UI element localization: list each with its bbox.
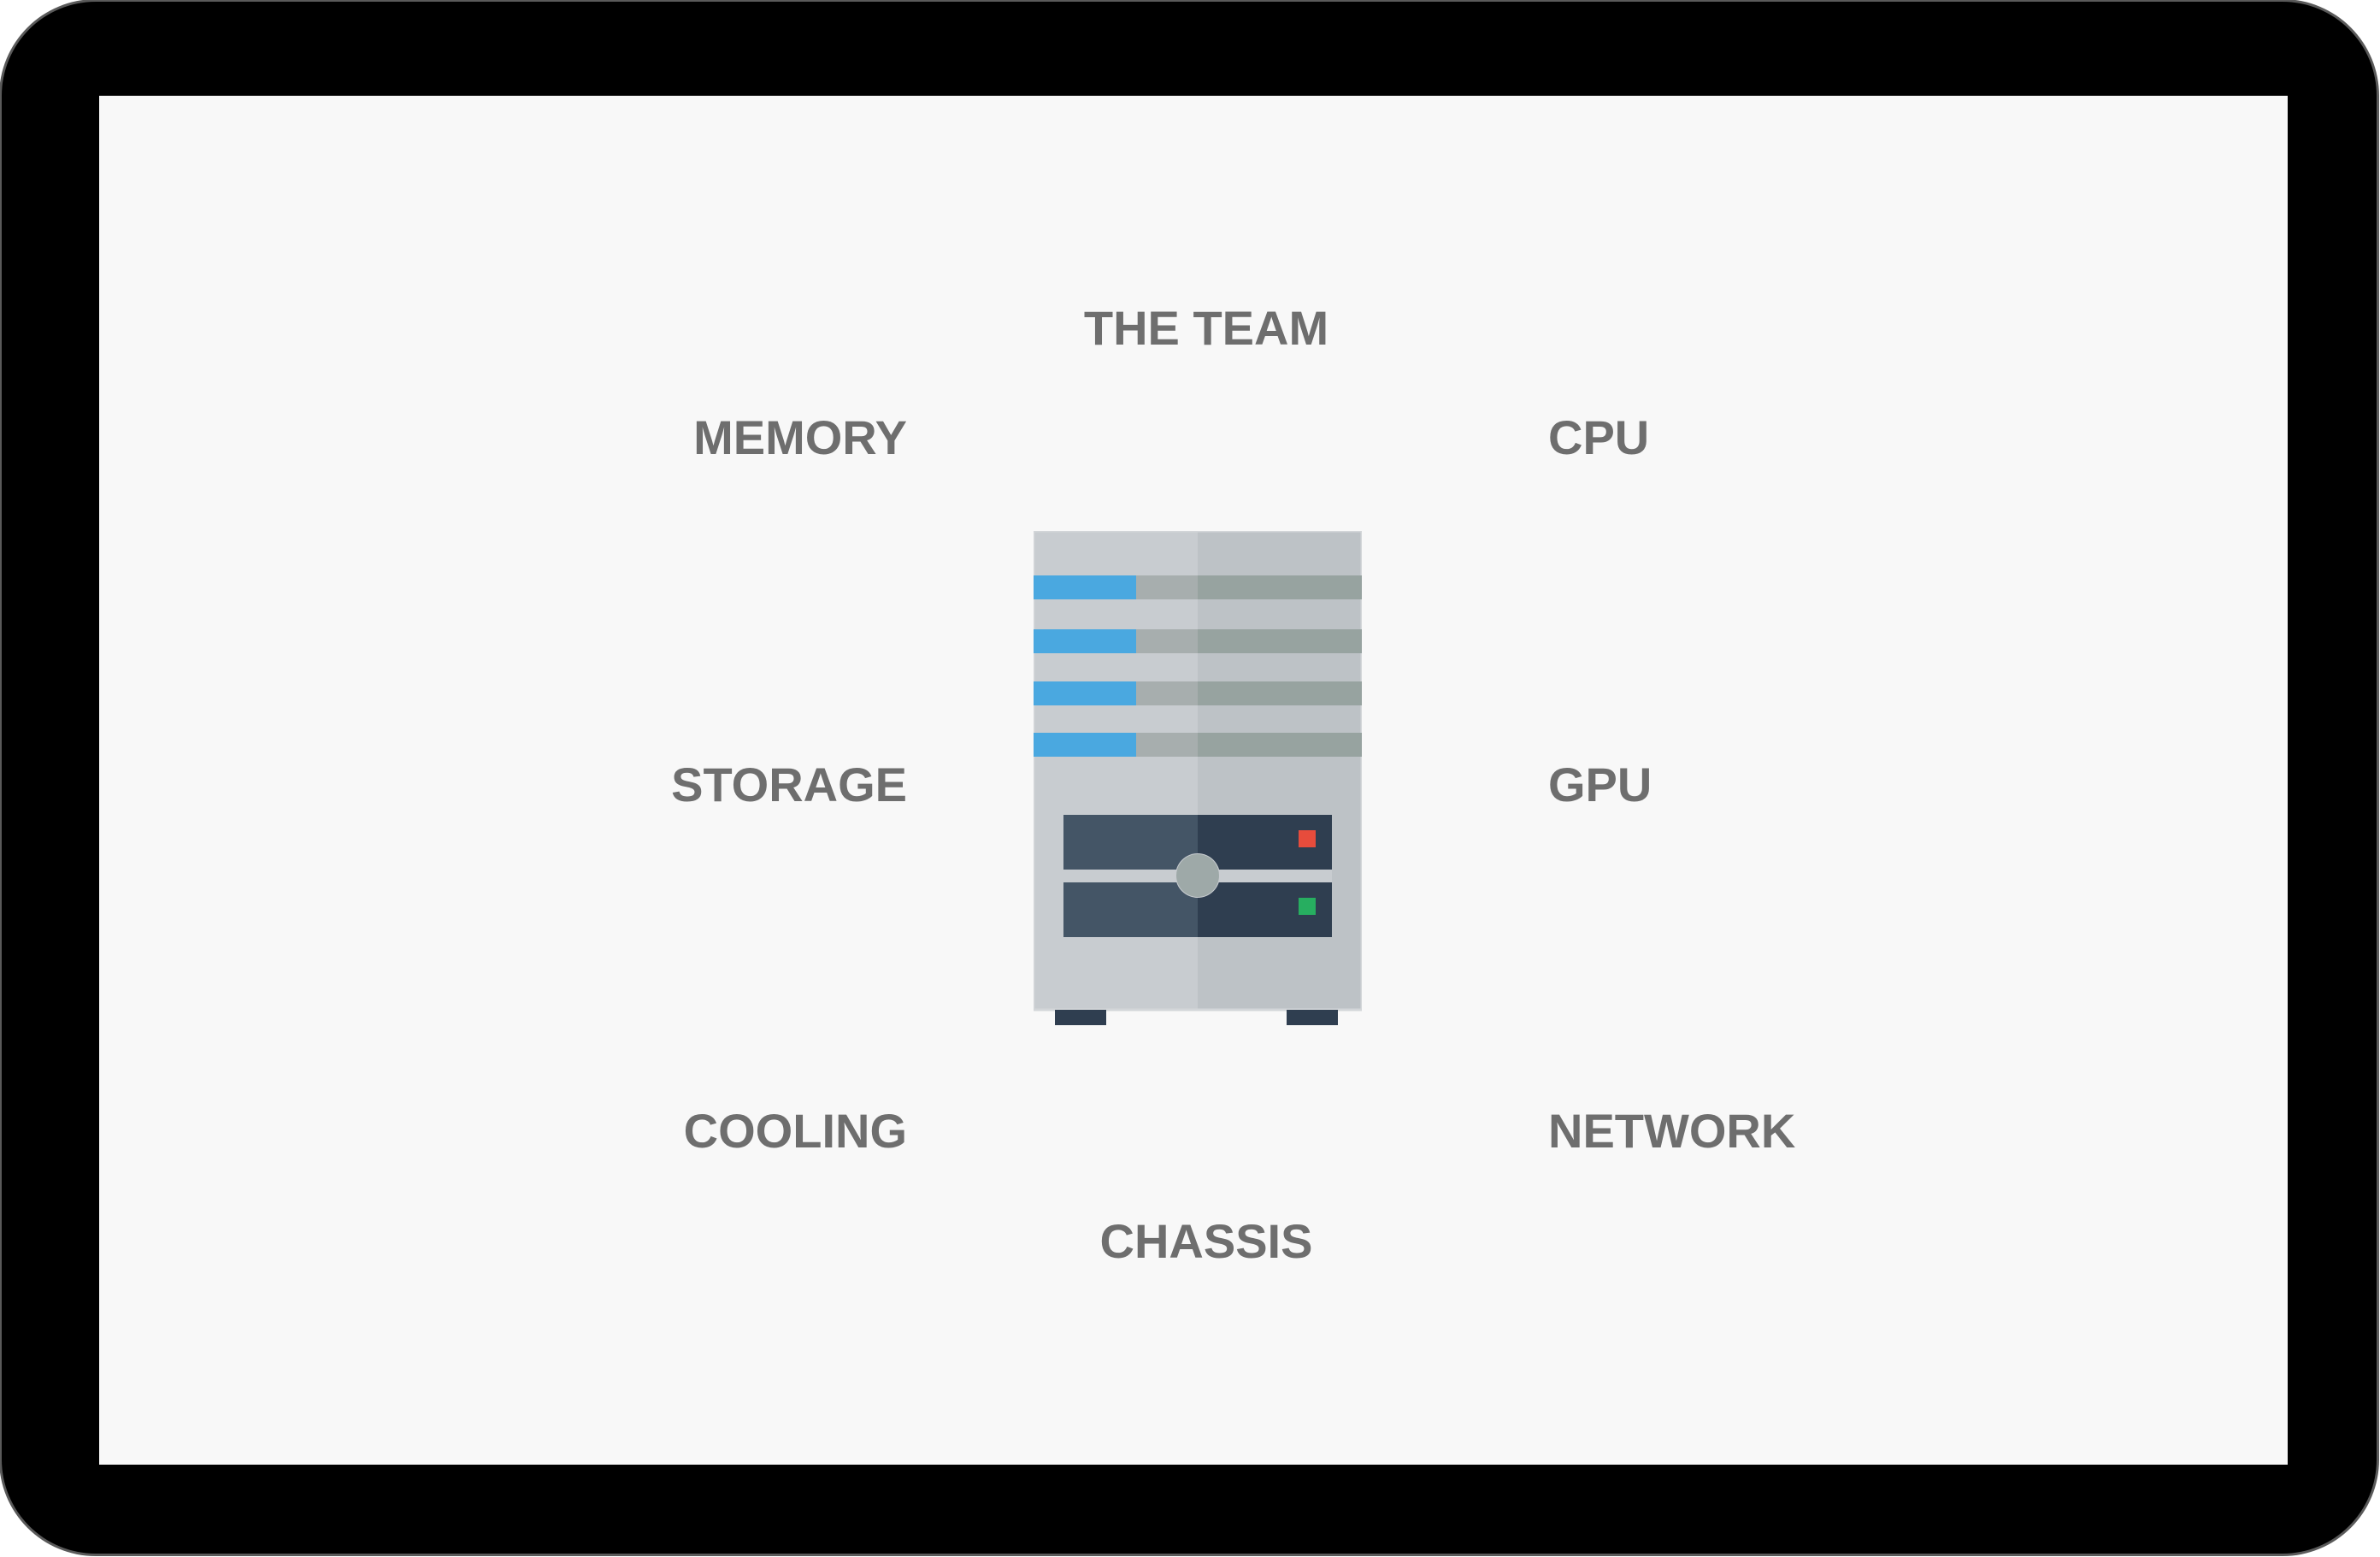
left-foot (1055, 1010, 1106, 1025)
server-tower-icon (1034, 531, 1362, 1025)
control-panel (1063, 815, 1332, 937)
label-the-team[interactable]: THE TEAM (1083, 301, 1329, 355)
status-led-green-icon (1299, 898, 1316, 915)
drive-bay (1034, 733, 1362, 757)
screen: THE TEAM MEMORY CPU STORAGE GPU COOLING … (99, 96, 2288, 1465)
label-network[interactable]: NETWORK (1548, 1104, 1796, 1158)
power-button-icon (1176, 854, 1219, 897)
drive-bay (1034, 629, 1362, 653)
label-storage[interactable]: STORAGE (671, 758, 907, 811)
label-memory[interactable]: MEMORY (693, 410, 907, 464)
label-cpu[interactable]: CPU (1548, 410, 1650, 464)
label-cooling[interactable]: COOLING (683, 1104, 907, 1158)
drive-bay (1034, 681, 1362, 705)
right-foot (1287, 1010, 1338, 1025)
drive-bay (1034, 575, 1362, 599)
label-chassis[interactable]: CHASSIS (1099, 1214, 1313, 1268)
status-led-red-icon (1299, 830, 1316, 847)
label-gpu[interactable]: GPU (1548, 758, 1652, 811)
